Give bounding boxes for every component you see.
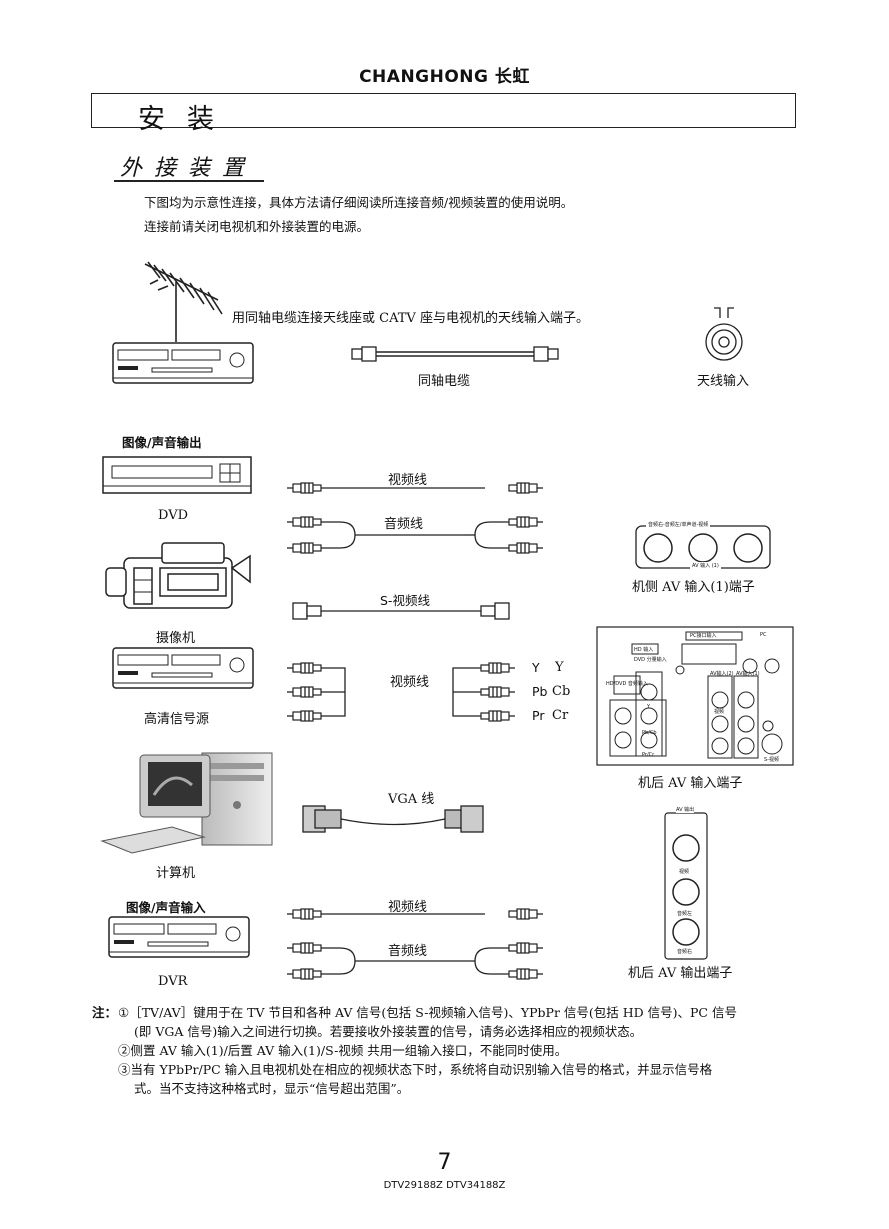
output-header: 图像/声音输出: [122, 435, 202, 450]
antenna-instruction: 用同轴电缆连接天线座或 CATV 座与电视机的天线输入端子。: [232, 311, 589, 326]
computer-icon: [100, 752, 273, 854]
brand-logo: CHANGHONG 长虹: [359, 67, 530, 87]
camcorder-icon: [105, 542, 251, 609]
note-3-line-2: 式。当不支持这种格式时，显示“信号超出范围”。: [134, 1081, 410, 1096]
out-audio-left-label: 音频左: [677, 911, 693, 917]
cable-diagrams: [286, 482, 544, 980]
subtitle-underline: [114, 180, 264, 182]
component-cable-label: 视频线: [390, 675, 430, 690]
intro-line-1: 下图均为示意性连接，具体方法请仔细阅读所连接音频/视频装置的使用说明。: [144, 195, 574, 210]
antenna-input-jack-icon: [705, 307, 743, 361]
notes-prefix: 注：: [92, 1005, 118, 1020]
coax-cable-label: 同轴电缆: [418, 374, 471, 389]
audio-cable-label-1: 音频线: [384, 517, 424, 532]
computer-label: 计算机: [156, 866, 196, 881]
note-2: ②侧置 AV 输入(1)/后置 AV 输入(1)/S-视频 共用一组输入接口，不…: [118, 1043, 568, 1058]
rear-prcr-label: Pr/Cr: [642, 752, 655, 758]
camcorder-label: 摄像机: [156, 631, 196, 646]
rear-av-in2-label: AV输入(2): [710, 671, 734, 677]
rear-y-label: Y: [647, 704, 651, 710]
antenna-input-label: 天线输入: [697, 374, 750, 389]
rear-panel-caption: 机后 AV 输入端子: [638, 776, 743, 791]
out-audio-right-label: 音频右: [677, 949, 693, 955]
vga-cable-label: VGA 线: [388, 792, 435, 807]
dvr-icon: [108, 916, 250, 958]
rear-av-in1-label: AV输入(1): [736, 671, 760, 677]
side-panel-caption: 机侧 AV 输入(1)端子: [632, 580, 755, 595]
component-pb-label: Pb: [532, 684, 548, 699]
component-cb-label: Cb: [552, 684, 571, 699]
dvd-label: DVD: [158, 508, 189, 523]
audio-cable-label-2: 音频线: [388, 944, 428, 959]
hd-source-label: 高清信号源: [144, 712, 210, 727]
out-panel-header: AV 输出: [676, 806, 695, 813]
component-y-label: Y: [532, 660, 540, 675]
note-1-line-1: ①［TV/AV］键用于在 TV 节目和各种 AV 信号(包括 S-视频输入信号)…: [118, 1005, 737, 1020]
out-video-label: 视频: [679, 869, 690, 875]
rear-dvd-in-label: DVD 分量输入: [634, 657, 667, 663]
section-subtitle: 外接装置: [120, 156, 257, 181]
antenna-icon: [144, 261, 223, 342]
dvr-label: DVR: [158, 974, 188, 989]
video-cable-label-2: 视频线: [388, 900, 428, 915]
section-title: 安装: [138, 104, 236, 135]
video-cable-label-1: 视频线: [388, 473, 428, 488]
model-numbers: DTV29188Z DTV34188Z: [383, 1180, 506, 1191]
note-1-line-2: (即 VGA 信号)输入之间进行切换。若要接收外接装置的信号，请务必选择相应的视…: [134, 1024, 643, 1039]
side-panel-header: 音频右-音频左/单声道-视频: [646, 521, 711, 528]
input-header: 图像/声音输入: [126, 900, 206, 915]
vcr-antenna-device-icon: [112, 342, 254, 384]
rear-av-input-panel: [596, 626, 794, 766]
rear-video-label: 视频: [714, 709, 725, 715]
av-output-panel: [664, 812, 708, 960]
rear-hd-in-label: HD 输入: [634, 647, 654, 653]
out-panel-caption: 机后 AV 输出端子: [628, 966, 733, 981]
rear-pc-in-label: PC接口输入: [690, 633, 717, 639]
rear-pc-label: PC: [760, 632, 767, 638]
component-pr-label: Pr: [532, 708, 545, 723]
svideo-cable-label: S-视频线: [380, 593, 430, 608]
section-title-box: [91, 93, 796, 128]
rear-pbcb-label: Pb/Cb: [642, 730, 657, 736]
hd-source-icon: [112, 647, 254, 689]
dvd-player-icon: [102, 456, 252, 494]
intro-line-2: 连接前请关闭电视机和外接装置的电源。: [144, 219, 370, 234]
page-number: 7: [437, 1150, 452, 1175]
component-y2-label: Y: [555, 660, 564, 675]
note-3-line-1: ③当有 YPbPr/PC 输入且电视机处在相应的视频状态下时，系统将自动识别输入…: [118, 1062, 713, 1077]
coaxial-cable-icon: [351, 346, 559, 362]
rear-hd-dvd-audio-label: HD/DVD 音频输入: [606, 681, 648, 687]
rear-svideo-label: S-视频: [764, 757, 779, 763]
component-cr-label: Cr: [552, 708, 569, 723]
side-panel-sub: AV 输入 (1): [690, 562, 721, 569]
